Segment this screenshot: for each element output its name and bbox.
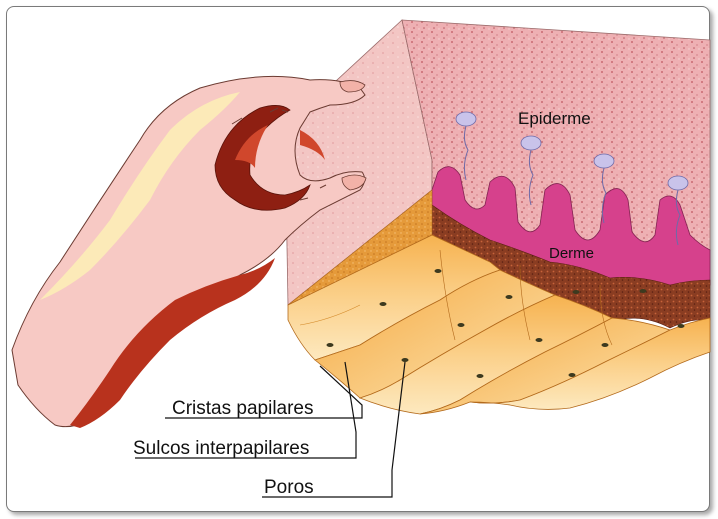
pore-dot — [458, 323, 465, 327]
pore-dot — [380, 302, 387, 306]
skin-block — [285, 20, 710, 414]
pore-dot — [435, 269, 442, 273]
pore-dot — [569, 373, 576, 377]
pore-dot — [602, 343, 609, 347]
pore-dot — [327, 343, 334, 347]
label-epiderme: Epiderme — [518, 109, 591, 128]
label-sulcos-interpapilares: Sulcos interpapilares — [133, 438, 309, 459]
pore-dot — [536, 338, 543, 342]
pore-dot — [573, 290, 580, 294]
label-cristas-papilares: Cristas papilares — [172, 398, 314, 419]
pore-dot — [640, 289, 647, 293]
pore-dot — [678, 324, 685, 328]
pore-dot — [477, 374, 484, 378]
label-poros: Poros — [264, 477, 314, 498]
pore-dot — [506, 295, 513, 299]
label-derme: Derme — [549, 245, 594, 262]
pore-dot — [402, 358, 409, 362]
